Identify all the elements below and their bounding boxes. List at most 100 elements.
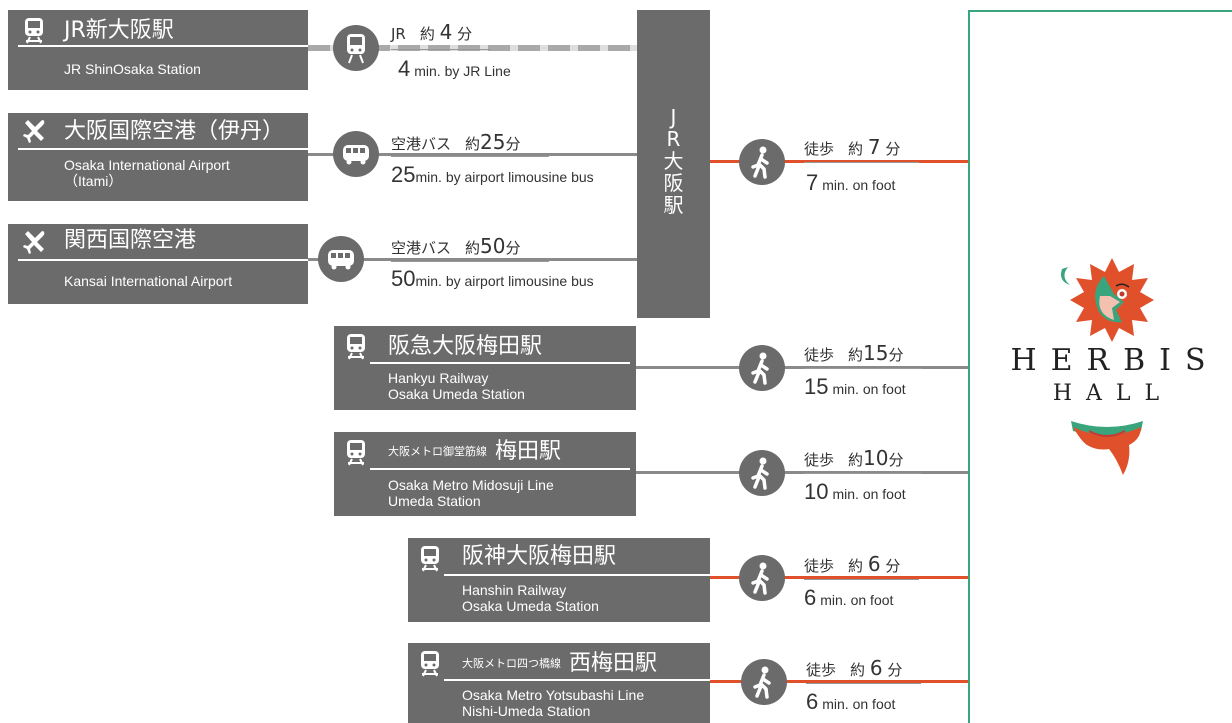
- station-name-en: Hanshin Railway: [462, 582, 567, 598]
- airplane-icon: [23, 231, 45, 254]
- hub-jr-osaka-station: J R 大 阪 駅: [637, 10, 710, 318]
- curtain-logo: [1071, 421, 1143, 475]
- origin-box-jr-shin-osaka: JR新大阪駅 JR ShinOsaka Station: [8, 10, 308, 90]
- origin-name-en: JR ShinOsaka Station: [64, 61, 201, 77]
- time-en: 15: [804, 374, 829, 399]
- hub-char: 駅: [663, 193, 684, 217]
- walk-circle: [739, 450, 785, 496]
- mode-jp: 徒歩: [804, 140, 835, 158]
- walk-time-jp: 徒歩約 6 分: [806, 658, 902, 680]
- hub-label: J R 大 阪 駅: [637, 106, 710, 216]
- label-underline: [804, 162, 919, 163]
- route-time-jp: 空港バス約50分: [391, 236, 521, 258]
- unit-en: min. on foot: [820, 592, 894, 608]
- unit-en: min. by airport limousine bus: [415, 169, 594, 185]
- station-name-en-sub: Nishi-Umeda Station: [462, 703, 591, 719]
- walk-time-jp: 徒歩約 6 分: [804, 554, 900, 576]
- walking-person-icon: [751, 457, 769, 490]
- time-en: 10: [804, 479, 829, 504]
- divider: [444, 574, 710, 576]
- approx: 約: [848, 557, 864, 575]
- station-name-jp: 大阪メトロ四つ橋線西梅田駅: [462, 651, 657, 677]
- origin-name-en: Osaka International Airport: [64, 157, 230, 173]
- unit-en: min. by airport limousine bus: [415, 273, 594, 289]
- hub-char: 大: [663, 149, 684, 173]
- walk-route-line: [636, 471, 968, 474]
- mode-jp: 徒歩: [804, 451, 835, 469]
- station-name-en-sub: Osaka Umeda Station: [462, 598, 599, 614]
- approx: 約: [465, 135, 481, 153]
- walk-time-jp: 徒歩約 7 分: [804, 137, 900, 159]
- line-name-jp: 大阪メトロ四つ橋線: [462, 657, 561, 670]
- min-jp: 分: [888, 451, 904, 469]
- approx: 約: [848, 346, 864, 364]
- walk-route-line: [710, 680, 968, 683]
- mode-jp: JR: [391, 25, 406, 43]
- label-underline: [804, 473, 922, 474]
- bus-route-line: [308, 153, 637, 156]
- station-name-jp: 阪急大阪梅田駅: [388, 334, 543, 359]
- time-jp: 7: [867, 135, 881, 159]
- mode-jp: 徒歩: [806, 661, 837, 679]
- train-icon: [421, 546, 439, 572]
- sun-face-logo: [1061, 258, 1154, 342]
- time-en: 25: [391, 162, 416, 187]
- origin-box-kansai: 関西国際空港 Kansai International Airport: [8, 224, 308, 304]
- walk-route-line: [636, 366, 968, 369]
- unit-en: min. by JR Line: [414, 63, 511, 79]
- label-underline: [391, 49, 491, 50]
- walk-route-line: [710, 576, 968, 579]
- bus-route-line: [308, 258, 637, 261]
- logo-name-line2: HALL: [1052, 381, 1174, 406]
- time-jp: 25: [480, 130, 506, 154]
- origin-name-jp: 大阪国際空港（伊丹）: [64, 119, 285, 144]
- transport-circle: [318, 236, 364, 282]
- time-en: 6: [806, 689, 819, 714]
- transport-circle: [333, 25, 379, 71]
- station-box-hanshin: 阪神大阪梅田駅 Hanshin Railway Osaka Umeda Stat…: [408, 538, 710, 622]
- walk-route-line: [710, 160, 968, 163]
- mode-jp: 徒歩: [804, 346, 835, 364]
- train-icon: [347, 440, 365, 466]
- origin-name-jp: JR新大阪駅: [64, 18, 174, 43]
- walking-person-icon: [751, 146, 769, 179]
- route-time-en: 50min. by airport limousine bus: [391, 266, 594, 294]
- station-name: 梅田駅: [495, 439, 562, 464]
- bus-icon: [328, 250, 354, 270]
- min-jp: 分: [505, 135, 521, 153]
- walk-circle: [739, 555, 785, 601]
- train-icon: [421, 651, 439, 677]
- herbis-hall-logo: HERBIS HALL: [985, 255, 1225, 485]
- min-jp: 分: [885, 140, 901, 158]
- time-en: 7: [806, 170, 819, 195]
- min-jp: 分: [885, 557, 901, 575]
- airplane-icon: [23, 120, 45, 143]
- time-en: 4: [398, 56, 411, 81]
- divider: [370, 468, 630, 470]
- label-underline: [391, 156, 549, 157]
- mode-jp: 徒歩: [804, 557, 835, 575]
- mode-jp: 空港バス: [391, 135, 452, 153]
- station-box-nishi-umeda: 大阪メトロ四つ橋線西梅田駅 Osaka Metro Yotsubashi Lin…: [408, 643, 710, 723]
- time-jp: 15: [863, 341, 889, 365]
- mode-jp: 空港バス: [391, 239, 452, 257]
- station-box-midosuji: 大阪メトロ御堂筋線梅田駅 Osaka Metro Midosuji Line U…: [334, 432, 636, 516]
- divider: [18, 45, 308, 47]
- approx: 約: [465, 239, 481, 257]
- train-icon: [347, 34, 365, 64]
- divider: [18, 259, 308, 261]
- time-jp: 6: [869, 656, 883, 680]
- station-name: 西梅田駅: [569, 651, 658, 676]
- transport-circle: [333, 131, 379, 177]
- train-icon: [25, 18, 43, 44]
- walk-circle: [739, 345, 785, 391]
- line-name-jp: 大阪メトロ御堂筋線: [388, 445, 487, 458]
- station-name-en: Hankyu Railway: [388, 370, 489, 386]
- origin-name-en-sub: （Itami）: [64, 173, 123, 189]
- hub-char: J: [670, 105, 677, 129]
- label-underline: [806, 683, 921, 684]
